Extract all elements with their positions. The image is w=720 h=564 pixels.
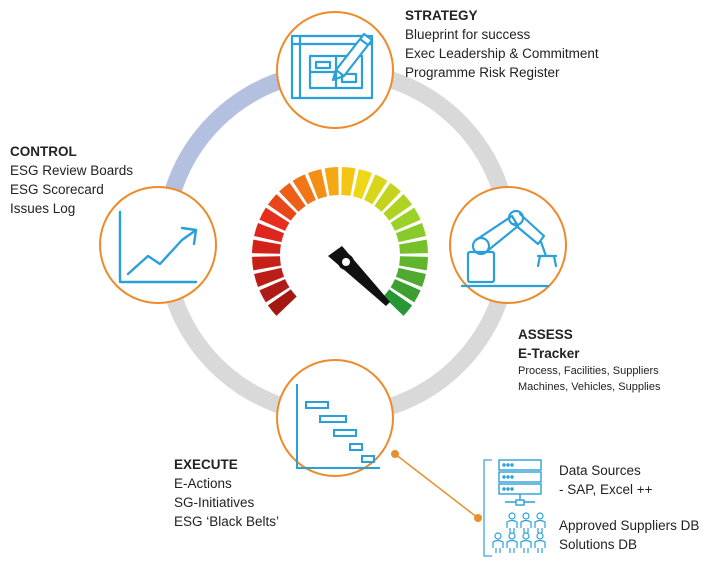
control-node: [99, 186, 217, 304]
person-figure-body: [534, 519, 546, 533]
person-figure-body: [492, 539, 504, 553]
control-label: CONTROL ESG Review Boards ESG Scorecard …: [10, 142, 133, 218]
person-figure-head: [508, 532, 516, 540]
strategy-line: Blueprint for success: [405, 27, 531, 42]
blueprint-pencil-icon: [290, 32, 374, 100]
gauge-segment: [254, 223, 285, 243]
connector-dot: [474, 514, 482, 522]
gauge-segment: [308, 169, 328, 200]
gauge-segment: [390, 207, 421, 231]
gauge-segment: [364, 174, 388, 205]
person-figure-body: [520, 519, 532, 533]
person-figure-head: [536, 512, 544, 520]
assess-label: ASSESS E-Tracker Process, Facilities, Su…: [518, 325, 660, 395]
execute-connector-line: [394, 453, 479, 519]
person-figure-head: [536, 532, 544, 540]
gantt-chart-icon: [296, 384, 380, 469]
person-figure-head: [508, 512, 516, 520]
person-figure-head: [494, 532, 502, 540]
gauge-segment: [252, 239, 281, 254]
database-server-icon: [498, 459, 542, 506]
gauge-segment: [254, 267, 285, 287]
execute-line: E-Actions: [174, 476, 232, 491]
control-line: Issues Log: [10, 201, 76, 216]
gauge-segment: [395, 223, 426, 243]
gauge-segment: [374, 182, 401, 212]
data-sources-label: Data Sources - SAP, Excel ++: [559, 461, 653, 499]
strategy-line: Programme Risk Register: [405, 65, 560, 80]
strategy-label: STRATEGY Blueprint for success Exec Lead…: [405, 6, 599, 82]
gauge-segment: [279, 182, 306, 212]
gauge-segment: [341, 167, 356, 196]
gauge-segment: [259, 279, 290, 303]
gauge-segment: [399, 239, 428, 254]
gauge-segment: [390, 279, 421, 303]
person-figure-body: [520, 539, 532, 553]
gauge-needle: [328, 246, 390, 306]
person-figure-head: [522, 532, 530, 540]
suppliers-db-line: Approved Suppliers DB: [559, 518, 700, 533]
assess-line: Machines, Vehicles, Supplies: [518, 381, 661, 393]
person-figure-head: [522, 512, 530, 520]
assess-subtitle: E-Tracker: [518, 346, 580, 361]
person-figure-body: [506, 519, 518, 533]
person-figure-body: [534, 539, 546, 553]
execute-line: ESG ‘Black Belts’: [174, 514, 280, 529]
assess-node: [449, 186, 567, 304]
execute-line: SG-Initiatives: [174, 495, 255, 510]
gauge-segment: [267, 194, 297, 221]
robot-arm-icon: [460, 209, 558, 288]
strategy-line: Exec Leadership & Commitment: [405, 46, 599, 61]
data-sources-line: - SAP, Excel ++: [559, 482, 653, 497]
strategy-node: [276, 11, 394, 129]
gauge-segment: [383, 194, 413, 221]
suppliers-db-label: Approved Suppliers DB Solutions DB: [559, 516, 699, 554]
suppliers-db-line: Solutions DB: [559, 537, 638, 552]
gauge-segment: [324, 167, 339, 196]
gauge-segment: [292, 174, 316, 205]
speedometer-gauge-icon: [252, 167, 428, 316]
gauge-segment: [267, 289, 297, 316]
connector-dot: [391, 450, 399, 458]
control-title: CONTROL: [10, 144, 77, 159]
assess-line: Process, Facilities, Suppliers: [518, 365, 659, 377]
person-figure-body: [506, 539, 518, 553]
assess-title: ASSESS: [518, 327, 573, 342]
people-group-icon: [492, 512, 546, 553]
gauge-segment: [352, 169, 372, 200]
trend-chart-icon: [118, 210, 198, 284]
gauge-segment: [399, 256, 428, 271]
strategy-title: STRATEGY: [405, 8, 478, 23]
execute-node: [276, 359, 394, 477]
gauge-segment: [383, 289, 413, 316]
control-line: ESG Scorecard: [10, 182, 104, 197]
gauge-hub-center: [342, 258, 350, 266]
data-sources-bracket: [483, 459, 492, 557]
data-sources-line: Data Sources: [559, 463, 641, 478]
gauge-segment: [395, 267, 426, 287]
execute-label: EXECUTE E-Actions SG-Initiatives ESG ‘Bl…: [174, 455, 279, 531]
gauge-segment: [252, 256, 281, 271]
execute-title: EXECUTE: [174, 457, 238, 472]
control-line: ESG Review Boards: [10, 163, 134, 178]
gauge-segment: [259, 207, 290, 231]
